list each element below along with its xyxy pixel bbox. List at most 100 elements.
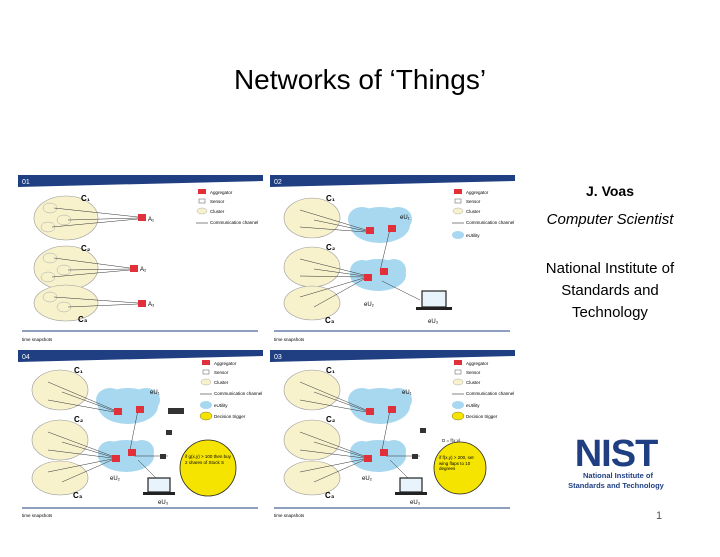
eutility-label: eU₃ [158,500,169,506]
nist-logo: NIST National Institute of Standards and… [560,430,672,492]
data-box [420,428,426,433]
decision-trigger: if g(x,y) > 100 then buy 2 shares of Sto… [179,439,237,497]
laptop-icon [143,477,175,495]
author-organization: National Institute of Standards and Tech… [545,260,675,321]
svg-text:Communication channel: Communication channel [466,391,514,396]
aggregator-1 [138,214,146,221]
svg-text:Aggregator: Aggregator [210,190,233,195]
cluster-label: C₃ [78,315,88,324]
trigger-text: if g(x,y) > 100 then buy 2 shares of Sto… [185,454,231,465]
aggregator [380,449,388,456]
panel-number: 01 [22,179,30,186]
diagram-panel-02: 02 C₁ C₂ C₃ eU₁ eU₂ eU₃ [270,175,515,345]
formula-label: D = f(x,y) [442,438,461,443]
svg-text:Communication channel: Communication channel [210,220,258,225]
svg-text:eUtility: eUtility [466,233,480,238]
eutility-label: eU₁ [150,390,160,396]
cluster-1: C₁ [33,194,99,241]
logo-mark: NIST [575,433,658,475]
aggregator [366,227,374,234]
slide-title: Networks of ‘Things’ [233,64,487,95]
cluster-label: C₁ [81,194,91,203]
cluster-3 [31,460,89,496]
svg-text:Sensor: Sensor [214,370,229,375]
logo-line-1: National Institute of [583,471,654,480]
panel-number: 04 [22,354,30,361]
cluster-label: C₁ [74,366,84,375]
cluster-label: C₃ [325,316,335,325]
eutility-label: eU₃ [428,319,439,325]
aggregator [388,406,396,413]
aggregator-label: A₁ [148,217,154,223]
cluster-3: C₃ [33,284,99,324]
decision-trigger: if f(x,y) > 200, set wing flaps to 10 de… [433,441,487,495]
eutility-label: eU₂ [364,302,375,308]
diagram-panel-03: 03 C₁ C₂ C₃ eU₁ eU₂ eU₃ D = f(x,y) [270,350,515,520]
eutility-cloud-1 [348,388,412,424]
aggregator [388,225,396,232]
svg-text:Aggregator: Aggregator [466,361,489,366]
svg-text:Cluster: Cluster [466,209,481,214]
aggregator-2 [130,265,138,272]
aggregator [128,449,136,456]
cluster-label: C₂ [326,243,336,252]
svg-text:Cluster: Cluster [214,380,229,385]
cluster-label: C₁ [326,366,336,375]
panel-number: 03 [274,354,282,361]
cluster-1 [283,369,341,411]
aggregator [364,455,372,462]
legend: Aggregator Sensor Cluster Communication … [199,360,262,421]
cluster-label: C₃ [73,491,83,500]
data-box [160,454,166,459]
svg-text:Cluster: Cluster [210,209,225,214]
svg-text:Cluster: Cluster [466,380,481,385]
legend: Aggregator Sensor Cluster Communication … [196,189,258,225]
laptop-icon [416,290,452,310]
eutility-cloud-1 [348,207,412,243]
data-box [166,430,172,435]
aggregator-label: A₂ [140,267,147,273]
aggregator [136,406,144,413]
cluster-label: C₃ [325,491,335,500]
diagram-panel-01: 01 C₁ C₂ C₃ A₁ [18,175,263,345]
legend: Aggregator Sensor Cluster Communication … [452,189,514,239]
aggregator-3 [138,300,146,307]
aggregator [114,408,122,415]
data-box [412,454,418,459]
svg-text:Sensor: Sensor [466,370,481,375]
aggregator-label: A₃ [148,302,155,308]
timeline-label: time snapshots [22,337,53,342]
svg-text:Sensor: Sensor [466,199,481,204]
cluster-1 [31,369,89,411]
svg-text:eUtility: eUtility [214,403,228,408]
cluster-2 [31,419,89,461]
cluster-label: C₂ [326,415,336,424]
timeline-label: time snapshots [274,337,305,342]
eutility-label: eU₁ [402,390,412,396]
svg-text:Decision trigger: Decision trigger [214,414,246,419]
author-role: Computer Scientist [546,211,674,228]
logo-line-2: Standards and Technology [568,481,665,490]
svg-text:Decision trigger: Decision trigger [466,414,498,419]
laptop-icon [395,477,427,495]
timeline-label: time snapshots [274,513,305,518]
aggregator [366,408,374,415]
svg-text:eUtility: eUtility [466,403,480,408]
function-box [168,408,184,414]
diagram-panel-04: 04 C₁ C₂ C₃ eU₁ eU₂ eU₃ [18,350,263,520]
author-name: J. Voas [586,183,634,199]
timeline-label: time snapshots [22,513,53,518]
eutility-label: eU₂ [110,476,121,482]
cluster-1 [283,197,341,239]
eutility-label: eU₂ [362,476,373,482]
page-number: 1 [656,510,663,522]
cluster-label: C₂ [81,244,91,253]
trigger-text: if f(x,y) > 200, set wing flaps to 10 de… [439,455,474,471]
author-block: J. Voas Computer Scientist National Inst… [525,183,695,324]
svg-text:Sensor: Sensor [210,199,225,204]
cluster-3 [283,460,341,496]
cluster-label: C₂ [74,415,84,424]
eutility-label: eU₁ [400,215,410,221]
cluster-label: C₁ [326,194,336,203]
svg-text:Communication channel: Communication channel [466,220,514,225]
